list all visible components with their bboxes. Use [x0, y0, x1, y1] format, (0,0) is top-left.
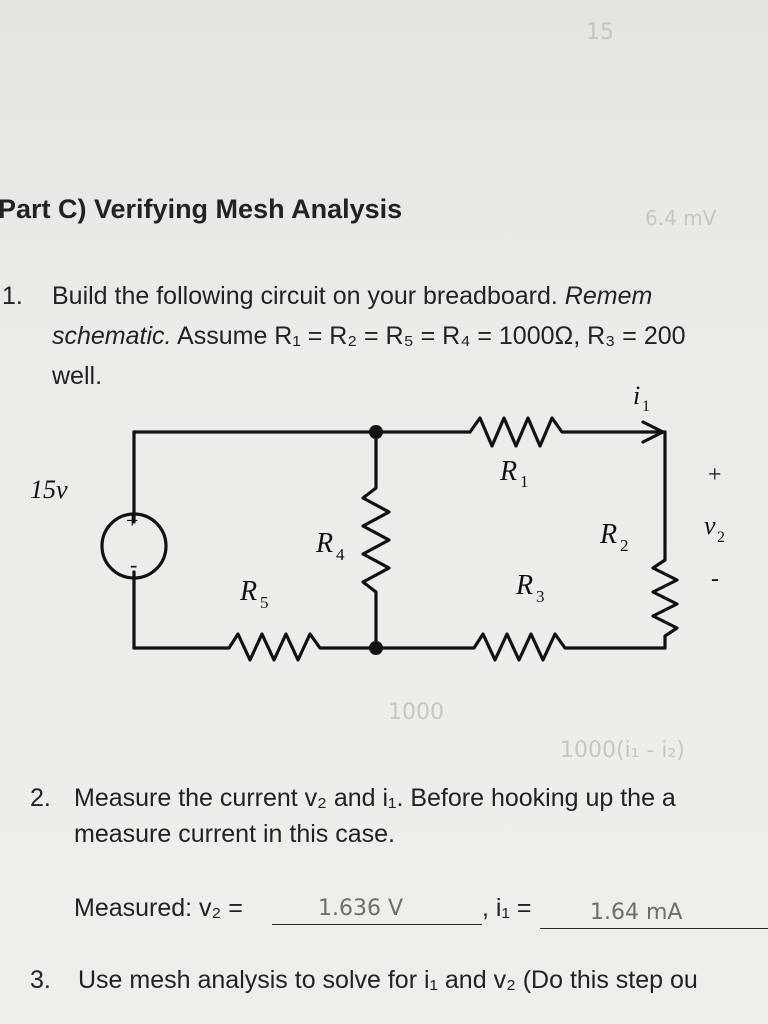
question-number: 3.	[30, 966, 51, 994]
current-label: i	[633, 381, 640, 410]
voltage-source-icon	[100, 512, 168, 580]
resistor-r2	[651, 430, 679, 650]
question-text: Assume R₁ = R₂ = R₅ = R₄ = 1000Ω, R₃ = 2…	[171, 322, 686, 350]
label-r3: R	[515, 570, 533, 601]
i1-answer-blank[interactable]	[540, 928, 768, 929]
label-r1: R	[499, 456, 517, 487]
i1-handwritten-value: 1.64 mA	[590, 900, 683, 925]
label-r4-sub: 4	[336, 545, 345, 564]
question-line: Use mesh analysis to solve for i₁ and v₂…	[78, 966, 698, 994]
i1-label: , i₁ =	[482, 894, 532, 922]
label-r2: R	[599, 519, 617, 550]
question-text-italic: Remem	[564, 282, 653, 310]
question-line: Build the following circuit on your brea…	[52, 282, 652, 311]
section-heading: Part C) Verifying Mesh Analysis	[0, 194, 403, 224]
voltage-plus: +	[708, 462, 722, 488]
label-r5-sub: 5	[260, 593, 269, 612]
question-text: Build the following circuit on your brea…	[52, 282, 565, 310]
voltage-minus: -	[711, 566, 719, 592]
question-text-italic: schematic.	[52, 322, 172, 350]
question-line: schematic. Assume R₁ = R₂ = R₅ = R₄ = 10…	[52, 322, 686, 351]
resistor-r1	[468, 416, 667, 448]
voltage-label: v	[704, 511, 716, 540]
resistor-r4	[361, 430, 391, 650]
bleed-text: 15	[586, 20, 614, 45]
node-dot	[369, 425, 383, 439]
label-r1-sub: 1	[520, 472, 529, 491]
question-number: 1.	[2, 282, 23, 310]
question-line: well.	[52, 362, 103, 390]
v2-handwritten-value: 1.636 V	[318, 896, 404, 921]
current-label-sub: 1	[642, 398, 650, 415]
bleed-text: 1000(i₁ - i₂)	[560, 738, 685, 763]
source-plus: +	[126, 508, 138, 533]
source-minus: -	[130, 552, 137, 577]
resistor-r3	[374, 632, 667, 662]
bleed-text: 1000	[388, 700, 444, 725]
v2-answer-blank[interactable]	[272, 924, 482, 925]
label-r4: R	[315, 528, 333, 559]
current-arrow-icon	[641, 420, 665, 444]
label-r2-sub: 2	[620, 536, 629, 555]
question-line: measure current in this case.	[74, 820, 395, 848]
measured-label: Measured: v₂ =	[74, 894, 243, 922]
label-r3-sub: 3	[536, 587, 545, 606]
bleed-text: 6.4 mV	[645, 206, 717, 230]
question-number: 2.	[30, 784, 51, 812]
question-line: Measure the current v₂ and i₁. Before ho…	[74, 784, 676, 812]
node-dot	[369, 641, 383, 655]
voltage-label-sub: 2	[717, 529, 725, 546]
source-label: 15v	[30, 475, 68, 504]
resistor-r5	[132, 632, 378, 662]
label-r5: R	[239, 576, 257, 607]
circuit-schematic: + - 15v R 1 R 2 R 3 R 4 R 5 i 1 + v 2 -	[30, 381, 725, 662]
